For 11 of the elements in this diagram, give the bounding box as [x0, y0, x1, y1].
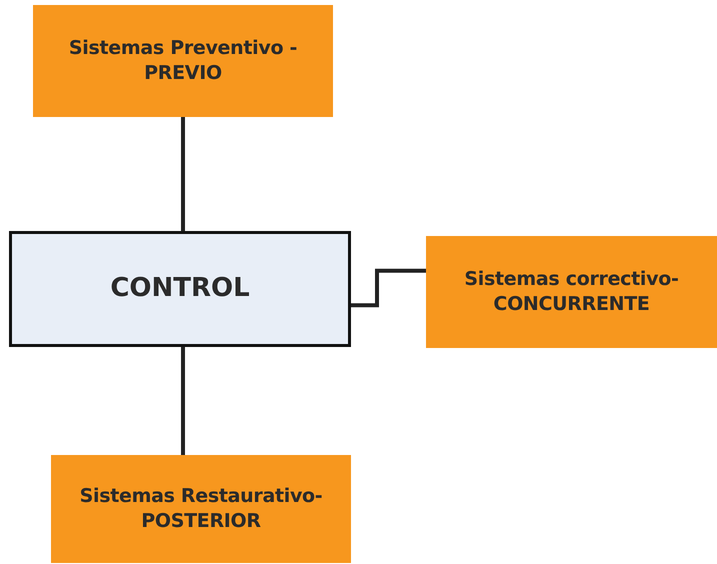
box-title: CONTROL: [110, 272, 250, 306]
box-label: Sistemas Restaurativo- POSTERIOR: [78, 484, 324, 534]
main-box: [9, 231, 351, 347]
connector-line: [181, 117, 185, 231]
box-label: Sistemas Preventivo - PREVIO: [68, 36, 298, 86]
connector-line: [181, 347, 185, 455]
category-box: [426, 236, 717, 348]
category-box: [51, 455, 351, 563]
box-label: Sistemas correctivo- CONCURRENTE: [463, 267, 680, 317]
category-box: [33, 5, 333, 117]
connector-line: [351, 268, 426, 308]
